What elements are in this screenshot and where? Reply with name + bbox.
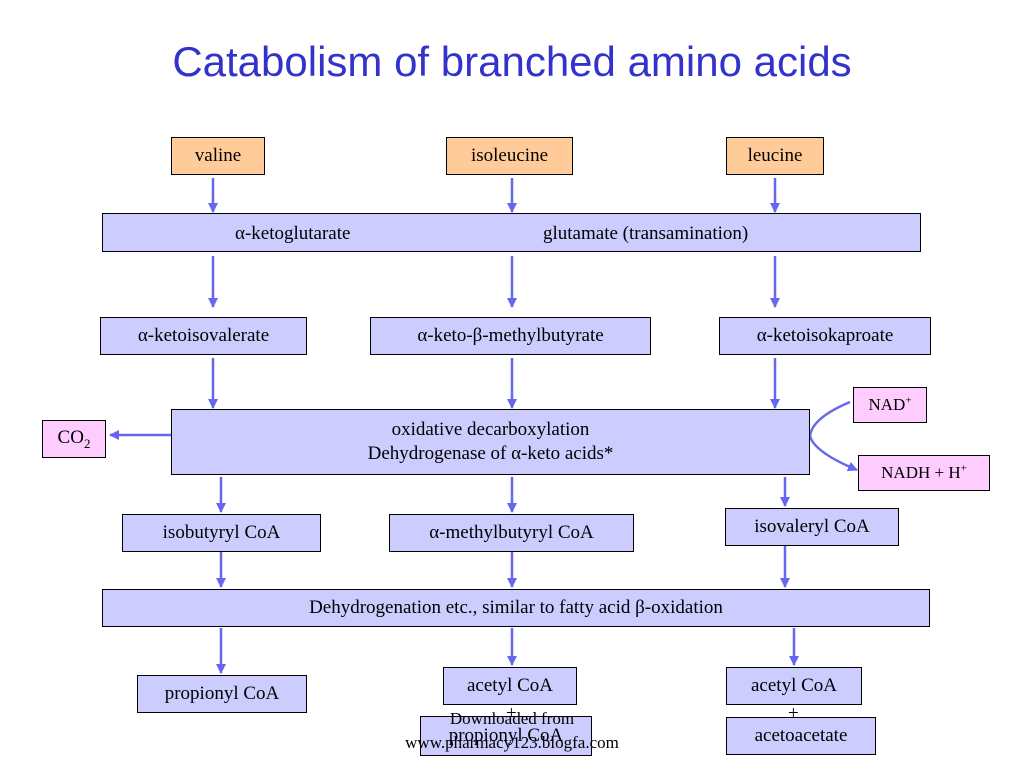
watermark-line2: www.pharmacy123.blogfa.com <box>405 733 619 752</box>
acetyl-coa-label-isoleucine: acetyl CoA <box>466 675 553 697</box>
isobutyryl-coa-box: isobutyryl CoA <box>122 514 321 552</box>
co2-box: CO2 <box>42 420 106 458</box>
dehydrogenation-box: Dehydrogenation etc., similar to fatty a… <box>102 589 930 627</box>
decarboxylation-box: oxidative decarboxylation Dehydrogenase … <box>171 409 810 475</box>
alpha-ketoglutarate-label: α-ketoglutarate <box>235 223 351 244</box>
acetoacetate-box: acetoacetate <box>726 717 876 755</box>
slide-title: Catabolism of branched amino acids <box>172 38 852 85</box>
ketoisokaproate-label: α-ketoisokaproate <box>756 325 894 347</box>
glutamate-label: glutamate (transamination) <box>543 223 749 244</box>
decarboxylation-line1: oxidative decarboxylation <box>391 419 590 441</box>
nad-label: NAD+ <box>868 394 912 415</box>
acetyl-coa-box-isoleucine: acetyl CoA <box>443 667 577 705</box>
nadh-label: NADH + H+ <box>881 462 967 483</box>
isovaleryl-coa-label: isovaleryl CoA <box>754 516 870 538</box>
propionyl-coa-label: propionyl CoA <box>164 683 280 705</box>
nadh-connector <box>808 435 858 472</box>
ketoisokaproate-box: α-ketoisokaproate <box>719 317 931 355</box>
ketoisovalerate-box: α-ketoisovalerate <box>100 317 307 355</box>
methylbutyryl-coa-label: α-methylbutyryl CoA <box>429 522 594 544</box>
propionyl-coa-label-isoleucine: propionyl CoA <box>448 725 564 747</box>
nad-box: NAD+ <box>853 387 927 423</box>
isoleucine-box: isoleucine <box>446 137 573 175</box>
plus-leucine: + <box>788 703 799 724</box>
transamination-box: α-ketoglutarate glutamate (transaminatio… <box>102 213 921 252</box>
ketomethylbutyrate-label: α-keto-β-methylbutyrate <box>417 325 604 347</box>
isobutyryl-coa-label: isobutyryl CoA <box>162 522 281 544</box>
dehydrogenation-label: Dehydrogenation etc., similar to fatty a… <box>309 597 723 619</box>
ketomethylbutyrate-box: α-keto-β-methylbutyrate <box>370 317 651 355</box>
decarboxylation-line2: Dehydrogenase of α-keto acids* <box>367 443 614 464</box>
propionyl-coa-box-isoleucine: propionyl CoA <box>420 716 592 756</box>
methylbutyryl-coa-box: α-methylbutyryl CoA <box>389 514 634 552</box>
nadh-box: NADH + H+ <box>858 455 990 491</box>
nad-connector <box>808 400 851 437</box>
leucine-label: leucine <box>747 145 803 167</box>
leucine-box: leucine <box>726 137 824 175</box>
acetoacetate-label: acetoacetate <box>754 725 848 747</box>
propionyl-coa-box: propionyl CoA <box>137 675 307 713</box>
acetyl-coa-label-leucine: acetyl CoA <box>750 675 837 697</box>
plus-isoleucine: + <box>506 703 517 724</box>
ketoisovalerate-label: α-ketoisovalerate <box>137 325 270 347</box>
valine-label: valine <box>194 145 242 167</box>
acetyl-coa-box-leucine: acetyl CoA <box>726 667 862 705</box>
co2-label: CO2 <box>57 426 91 451</box>
valine-box: valine <box>171 137 265 175</box>
isoleucine-label: isoleucine <box>470 145 549 167</box>
isovaleryl-coa-box: isovaleryl CoA <box>725 508 899 546</box>
watermark-line1: Downloaded from <box>449 709 575 728</box>
